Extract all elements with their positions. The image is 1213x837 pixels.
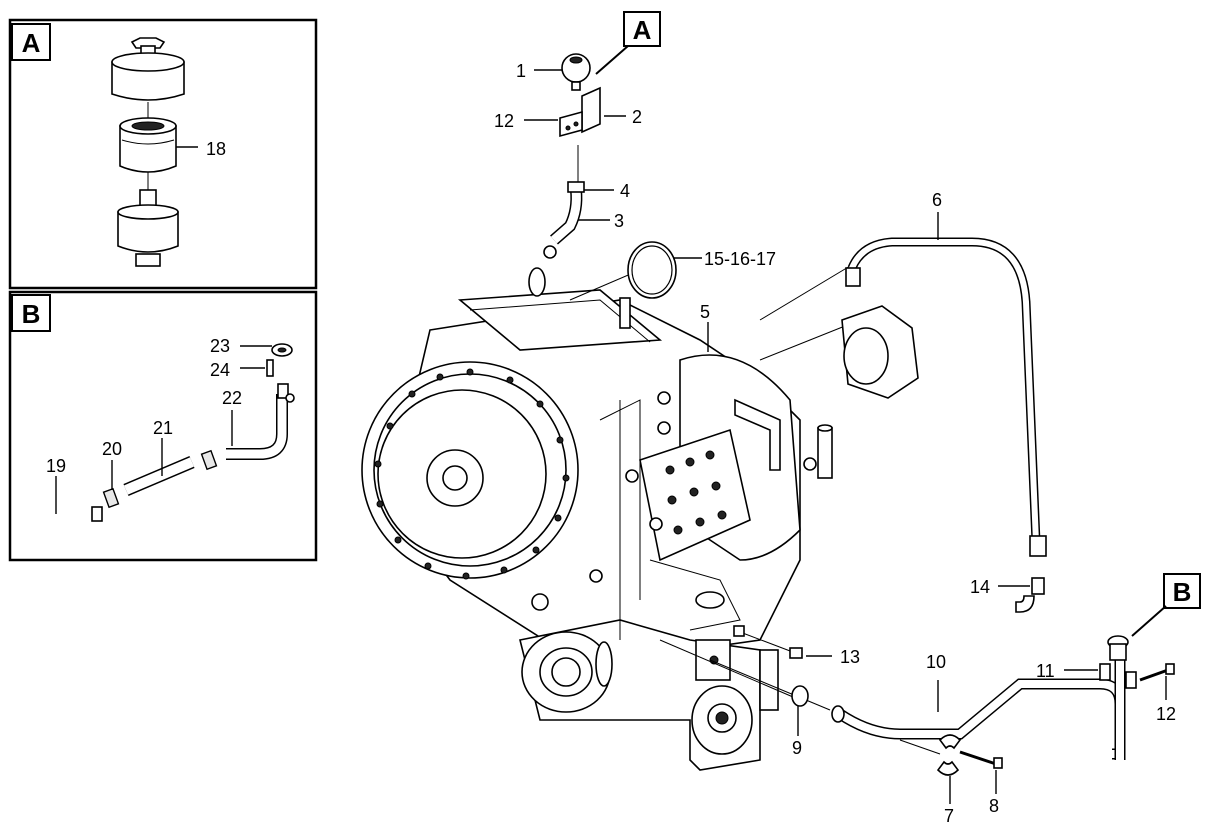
filter-element-drawing [119, 117, 177, 173]
inset-b-tag: B [22, 299, 41, 329]
label-2: 2 [632, 107, 642, 127]
inset-a-panel: A 18 [8, 18, 318, 290]
label-19: 19 [46, 456, 66, 476]
transmission-housing-drawing [361, 267, 833, 771]
oil-pipe-10-drawing [733, 625, 1175, 776]
label-8: 8 [989, 796, 999, 816]
label-5: 5 [700, 302, 710, 322]
callout-b-text: B [1173, 577, 1192, 607]
callout-b: B [1131, 573, 1201, 637]
label-11: 11 [1036, 661, 1055, 681]
label-23: 23 [210, 336, 230, 356]
callout-a-text: A [633, 15, 652, 45]
label-10: 10 [926, 652, 946, 672]
label-6: 6 [932, 190, 942, 210]
label-15-16-17: 15-16-17 [704, 249, 776, 269]
label-3: 3 [614, 211, 624, 231]
label-14: 14 [970, 577, 990, 597]
label-18: 18 [206, 139, 226, 159]
label-7: 7 [944, 806, 954, 826]
label-22: 22 [222, 388, 242, 408]
oil-pipe-6-drawing [841, 237, 1047, 613]
o-ring-drawing [627, 241, 677, 299]
label-13: 13 [840, 647, 860, 667]
callout-a: A [595, 11, 661, 75]
breather-assembly-drawing [543, 53, 601, 259]
breather-base-drawing [117, 189, 179, 267]
label-4: 4 [620, 181, 630, 201]
label-12-bottom: 12 [1156, 704, 1176, 724]
inset-a-tag: A [22, 28, 41, 58]
main-leader-lines [524, 69, 1167, 804]
label-9: 9 [792, 738, 802, 758]
label-1: 1 [516, 61, 526, 81]
inset-b-panel: B 19 20 21 22 23 24 [8, 290, 318, 562]
label-20: 20 [102, 439, 122, 459]
label-21: 21 [153, 418, 173, 438]
breather-cap-drawing [111, 37, 185, 101]
label-24: 24 [210, 360, 230, 380]
main-part-labels: 1 2 3 4 5 6 7 8 9 10 11 12 12 13 14 15-1… [494, 61, 1176, 826]
label-12-top: 12 [494, 111, 514, 131]
